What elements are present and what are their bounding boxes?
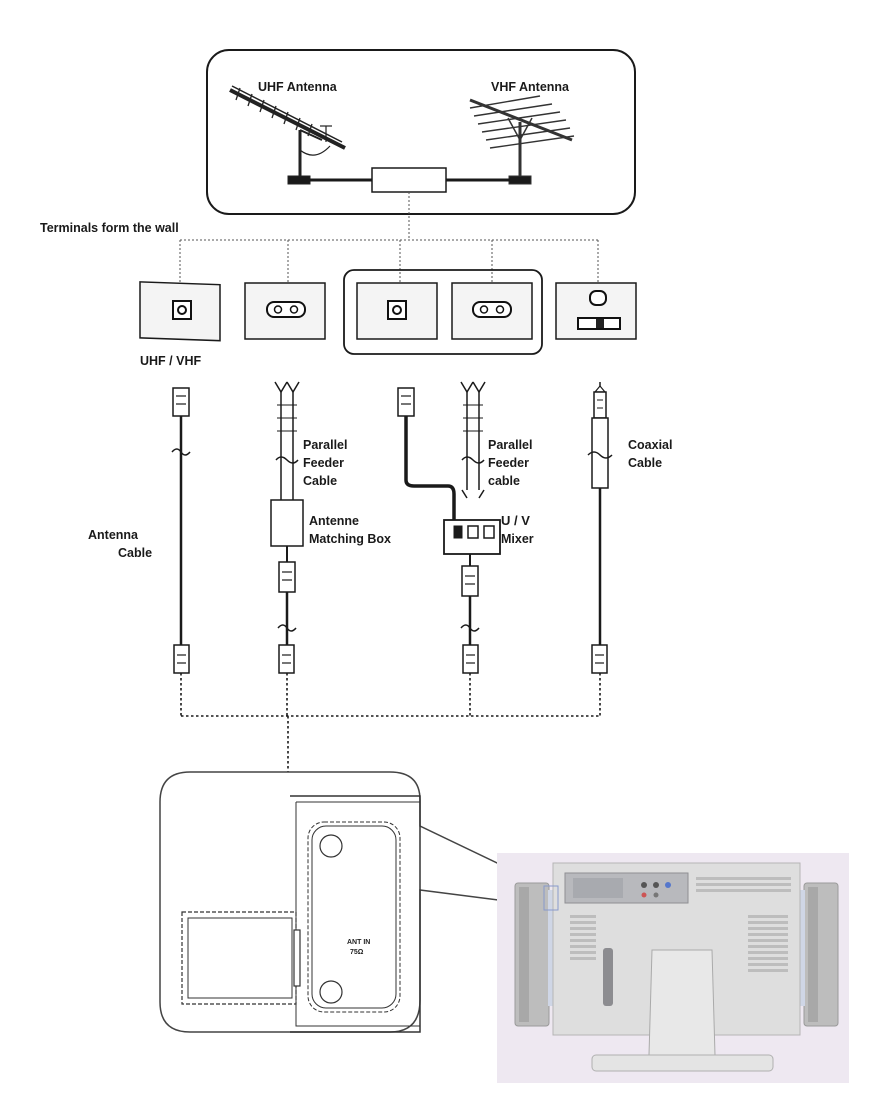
wall-terminals-label: Terminals form the wall [40,221,179,235]
wall-terminals [140,270,636,354]
cable-mixer-assembly [398,382,500,673]
side-button-strip [603,948,613,1006]
terminal-plate-group-coax [357,283,437,339]
parallel-feeder-1-line1: Parallel [303,438,347,452]
coax-socket-icon [590,291,606,305]
uv-mixer-icon [444,520,500,554]
antenna-box: UHF Antenna VHF Antenna [207,50,635,214]
parallel-feeder-2-line2: Feeder [488,456,529,470]
mixer-label-line1: U / V [501,513,530,528]
cable-coaxial [588,382,612,673]
parallel-feeder-2-line3: cable [488,474,520,488]
coax-socket-icon [173,301,191,319]
coax-socket-icon [388,301,406,319]
twin-lead-socket-icon [473,302,511,317]
twin-lead-socket-icon [267,302,305,317]
vhf-antenna-label: VHF Antenna [491,80,570,94]
ant-in-label-line2: 75Ω [350,949,364,956]
tv-connection-lines [181,673,600,772]
matching-box-label-line1: Antenne [309,514,359,528]
terminal-plate-twin [245,283,325,339]
antenna-cable-label-line2: Cable [118,546,152,560]
coaxial-label-line2: Cable [628,456,662,470]
signal-combiner [372,168,446,192]
matching-box-label-line2: Matching Box [309,532,391,546]
terminal-plate-combo [556,283,636,339]
cable-parallel-feeder-1 [271,382,303,673]
uhf-vhf-terminal-label: UHF / VHF [140,354,201,368]
detail-callout: ANT IN 75Ω [160,772,545,1032]
antenna-cable-label-line1: Antenna [88,528,139,542]
terminal-plate-group-twin [452,283,532,339]
mixer-label-line2: Mixer [501,532,534,546]
parallel-feeder-2-line1: Parallel [488,438,532,452]
terminal-plate-uhf-vhf [140,282,220,341]
uhf-antenna-label: UHF Antenna [258,80,338,94]
parallel-feeder-1-line3: Cable [303,474,337,488]
coaxial-label-line1: Coaxial [628,438,672,452]
tv-rear-view [497,853,849,1083]
parallel-feeder-1-line2: Feeder [303,456,344,470]
matching-box-icon [271,500,303,546]
cable-antenna [172,388,190,673]
ant-in-label-line1: ANT IN [347,939,370,946]
tv-stand [649,950,715,1055]
